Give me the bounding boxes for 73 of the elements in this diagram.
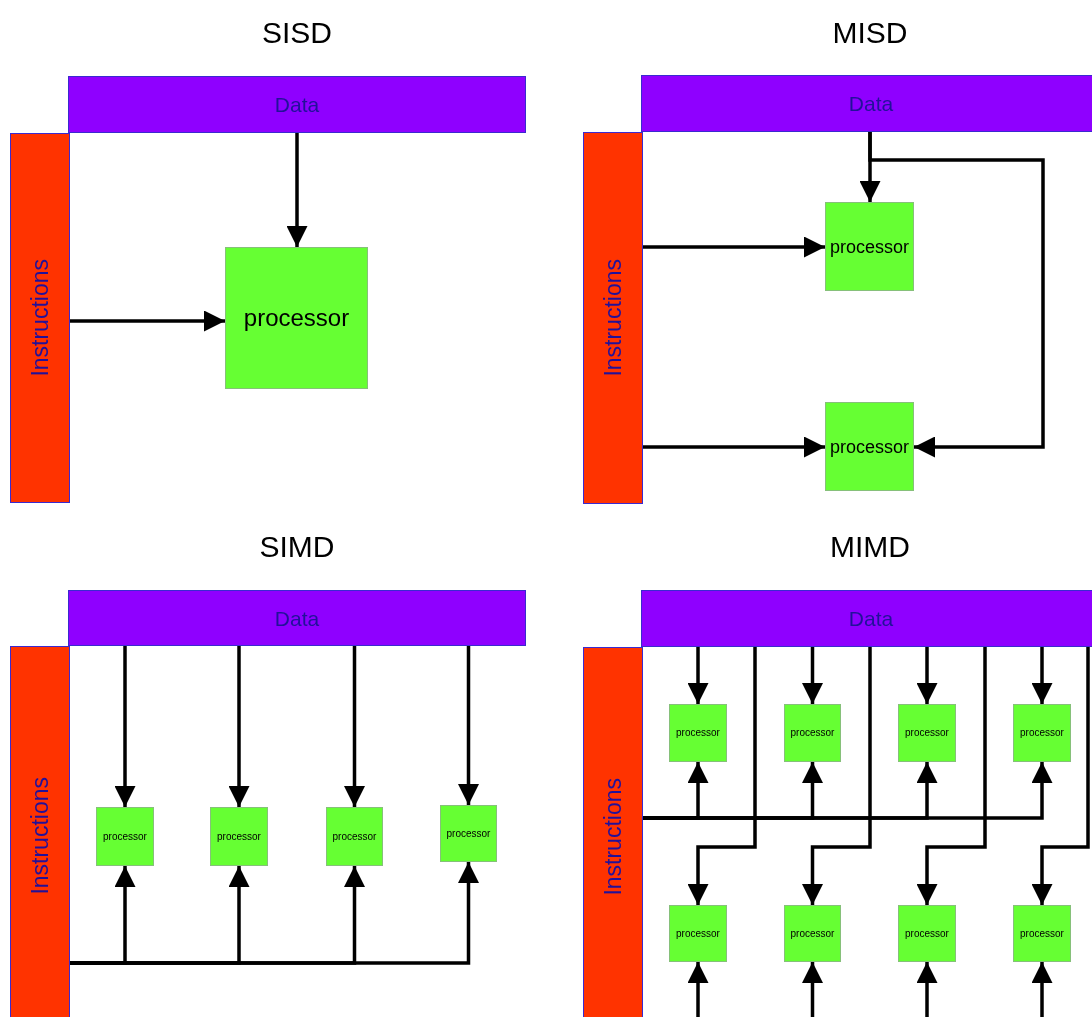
box-label: processor <box>905 728 949 738</box>
panel-title: SIMD <box>259 532 335 562</box>
processor-box <box>669 704 727 762</box>
box-label: processor <box>332 831 377 842</box>
processor-box <box>825 202 914 291</box>
processor-box <box>898 704 956 762</box>
arrow <box>802 647 872 905</box>
bar-label: Instructions <box>28 777 52 895</box>
box-label: processor <box>830 437 909 456</box>
box-label: processor <box>1020 928 1064 939</box>
arrow <box>687 647 709 704</box>
box-label: processor <box>830 237 909 256</box>
processor-box <box>784 704 841 762</box>
box-label: processor <box>905 928 949 939</box>
arrow <box>1031 962 1053 1017</box>
data-bar <box>68 590 526 646</box>
arrow <box>643 236 825 258</box>
arrow <box>687 647 757 905</box>
arrow <box>228 646 250 807</box>
arrow <box>1031 647 1053 704</box>
arrow <box>802 962 823 1017</box>
arrow <box>344 646 365 807</box>
box-label: processor <box>676 728 720 738</box>
box-label: processor <box>103 831 147 842</box>
processor-box <box>898 905 956 962</box>
arrow <box>916 647 987 905</box>
arrow <box>916 962 938 1017</box>
processor-box <box>825 402 914 491</box>
data-bar <box>641 590 1092 647</box>
panel-title: MISD <box>832 18 908 48</box>
processor-box <box>326 807 383 866</box>
panel-title: SISD <box>262 18 332 48</box>
arrow <box>687 962 709 1017</box>
data-bar <box>641 75 1092 132</box>
arrow <box>458 646 479 805</box>
box-label: processor <box>217 831 261 842</box>
arrow <box>802 647 823 704</box>
instructions-bar <box>10 646 70 1017</box>
arrow <box>70 862 479 965</box>
bar-label: Instructions <box>28 259 52 377</box>
arrow <box>286 133 308 247</box>
processor-box <box>1013 704 1071 762</box>
instructions-bar <box>583 647 643 1017</box>
box-label: processor <box>243 306 350 330</box>
panel-title: MIMD <box>830 532 910 562</box>
arrow <box>916 647 938 704</box>
box-label: processor <box>446 828 491 839</box>
arrow <box>643 762 1053 820</box>
arrow <box>114 646 136 807</box>
instructions-bar <box>583 132 643 504</box>
processor-box <box>1013 905 1071 962</box>
instructions-bar <box>10 133 70 503</box>
bar-label: Data <box>848 93 894 114</box>
box-label: processor <box>1020 728 1064 738</box>
processor-box <box>96 807 154 866</box>
box-label: processor <box>790 928 835 939</box>
bar-label: Data <box>274 94 320 115</box>
arrow <box>1031 647 1090 905</box>
data-bar <box>68 76 526 133</box>
bar-label: Instructions <box>601 259 625 377</box>
processor-box <box>210 807 268 866</box>
processor-box <box>440 805 497 862</box>
bar-label: Data <box>848 608 894 629</box>
bar-label: Instructions <box>601 778 625 896</box>
arrow <box>868 132 1045 458</box>
processor-box <box>784 905 841 962</box>
arrow <box>643 436 825 458</box>
bar-label: Data <box>274 607 320 629</box>
box-label: processor <box>676 928 720 939</box>
arrow <box>70 310 225 332</box>
processor-box <box>669 905 727 962</box>
processor-box <box>225 247 368 389</box>
box-label: processor <box>790 728 835 738</box>
